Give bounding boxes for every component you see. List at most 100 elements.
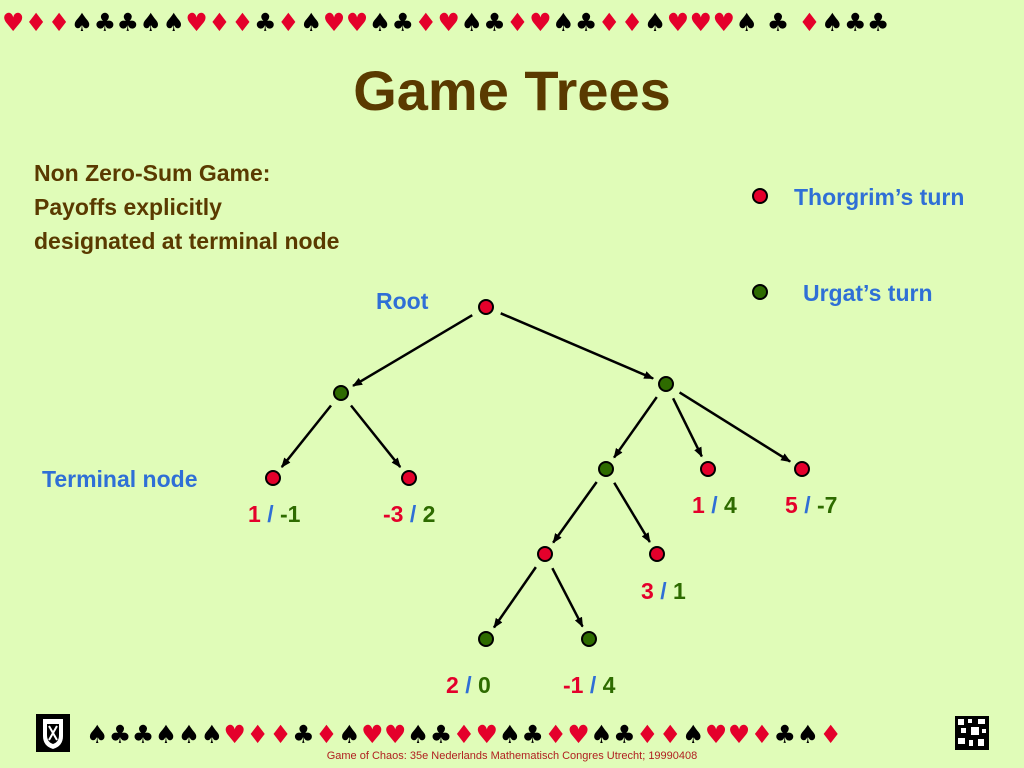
heart-icon: ♥ — [322, 8, 346, 37]
spade-icon: ♠ — [498, 720, 522, 749]
terminal-node-label: Terminal node — [42, 466, 198, 492]
payoff-urgat: 4 — [723, 492, 737, 518]
club-icon: ♣ — [613, 720, 637, 749]
diamond-icon: ♦ — [277, 8, 300, 37]
node-n1 — [333, 385, 349, 401]
payoff-1: 1 / -1 — [248, 501, 300, 528]
diamond-icon: ♦ — [506, 8, 530, 37]
node-n2 — [658, 376, 674, 392]
spade-icon: ♠ — [200, 720, 224, 749]
spade-icon: ♠ — [139, 8, 163, 37]
payoff-separator: / — [804, 492, 811, 518]
payoff-thorgrim: 5 — [785, 492, 798, 518]
fractal-pattern-icon — [955, 716, 989, 750]
club-icon: ♣ — [391, 8, 415, 37]
heart-icon: ♥ — [666, 8, 690, 37]
payoff-urgat: 0 — [477, 672, 491, 698]
legend-thorgrim-label: Thorgrim’s turn — [794, 184, 965, 210]
edge-root-n1 — [352, 314, 473, 387]
bottom-suit-border: ♠♣♣♠♠♠♥♦♦♣♦♠♥♥♠♣♦♥♠♣♦♥♠♣♦♦♠♥♥♦♣♠♦ — [86, 722, 842, 747]
spade-icon: ♠ — [643, 8, 667, 37]
diamond-icon: ♦ — [452, 720, 476, 749]
payoff-separator: / — [589, 672, 597, 698]
spade-icon: ♠ — [552, 8, 576, 37]
spade-icon: ♠ — [70, 8, 94, 37]
subtitle-line-2: Payoffs explicitly — [34, 194, 222, 220]
payoff-thorgrim: 1 — [692, 492, 705, 518]
club-icon: ♣ — [292, 720, 316, 749]
diamond-icon: ♦ — [24, 8, 48, 37]
edge-n2-t3 — [671, 397, 703, 458]
heart-icon: ♥ — [727, 720, 751, 749]
diamond-icon: ♦ — [597, 8, 621, 37]
diamond-icon: ♦ — [208, 8, 232, 37]
heart-icon: ♥ — [223, 720, 247, 749]
club-icon: ♣ — [131, 720, 155, 749]
subtitle-line-3: designated at terminal node — [34, 228, 340, 254]
tree-edges — [280, 312, 791, 629]
diamond-icon: ♦ — [246, 720, 270, 749]
payoff-thorgrim: 1 — [248, 501, 261, 527]
diamond-icon: ♦ — [544, 720, 568, 749]
edge-n2-t4 — [678, 391, 791, 463]
heart-icon: ♥ — [704, 720, 728, 749]
diamond-icon: ♦ — [798, 8, 822, 37]
legend-urgat-label: Urgat’s turn — [803, 280, 933, 306]
node-t6 — [478, 631, 494, 647]
payoff-thorgrim: -1 — [563, 672, 584, 698]
diamond-icon: ♦ — [414, 8, 438, 37]
payoff-separator: / — [711, 492, 718, 518]
subtitle-line-1: Non Zero-Sum Game: — [34, 160, 271, 186]
node-legend-thorgrim — [752, 188, 768, 204]
chaos-pattern-logo — [955, 714, 989, 752]
shield-crest-icon — [36, 714, 70, 752]
subtitle-text: Non Zero-Sum Game: Payoffs explicitly de… — [34, 156, 454, 258]
payoff-7: -1 / 4 — [563, 672, 615, 699]
diamond-icon: ♦ — [636, 720, 660, 749]
payoff-urgat: 2 — [422, 501, 436, 527]
diamond-icon: ♦ — [620, 8, 644, 37]
diamond-icon: ♦ — [269, 720, 293, 749]
node-t1 — [265, 470, 281, 486]
club-icon: ♣ — [575, 8, 598, 37]
heart-icon: ♥ — [185, 8, 209, 37]
node-t4 — [794, 461, 810, 477]
spade-icon: ♠ — [368, 8, 392, 37]
spade-icon: ♠ — [821, 8, 845, 37]
slide-title: Game Trees — [353, 59, 671, 122]
club-icon: ♣ — [93, 8, 117, 37]
spade-icon: ♠ — [338, 720, 362, 749]
root-label: Root — [376, 288, 429, 314]
payoff-separator: / — [267, 501, 274, 527]
club-icon: ♣ — [108, 720, 132, 749]
payoff-2: -3 / 2 — [383, 501, 435, 528]
spade-icon: ♠ — [590, 720, 614, 749]
edge-n4-t7 — [551, 567, 584, 628]
heart-icon: ♥ — [712, 8, 736, 37]
diamond-icon: ♦ — [47, 8, 71, 37]
payoff-4: 5 / -7 — [785, 492, 837, 519]
club-icon: ♣ — [867, 8, 890, 37]
heart-icon: ♥ — [689, 8, 713, 37]
edge-n2-n3 — [613, 396, 658, 459]
payoff-thorgrim: 2 — [446, 672, 459, 698]
club-icon: ♣ — [844, 8, 868, 37]
edge-n3-n4 — [552, 481, 598, 544]
payoff-urgat: -1 — [279, 501, 301, 527]
heart-icon: ♥ — [437, 8, 461, 37]
spade-icon: ♠ — [86, 720, 109, 749]
payoff-urgat: 4 — [602, 672, 616, 698]
node-n4 — [537, 546, 553, 562]
spade-icon: ♠ — [162, 8, 186, 37]
heart-icon: ♥ — [345, 8, 369, 37]
diamond-icon: ♦ — [750, 720, 774, 749]
node-t5 — [649, 546, 665, 562]
spade-icon: ♠ — [406, 720, 430, 749]
node-root — [478, 299, 494, 315]
spade-icon: ♠ — [299, 8, 323, 37]
heart-icon: ♥ — [475, 720, 499, 749]
diamond-icon: ♦ — [315, 720, 339, 749]
payoff-separator: / — [660, 578, 667, 604]
top-suit-border: ♥♦♦♠♣♣♠♠♥♦♦♣♦♠♥♥♠♣♦♥♠♣♦♥♠♣♦♦♠♥♥♥♠ ♣ ♦♠♣♣ — [2, 10, 890, 35]
